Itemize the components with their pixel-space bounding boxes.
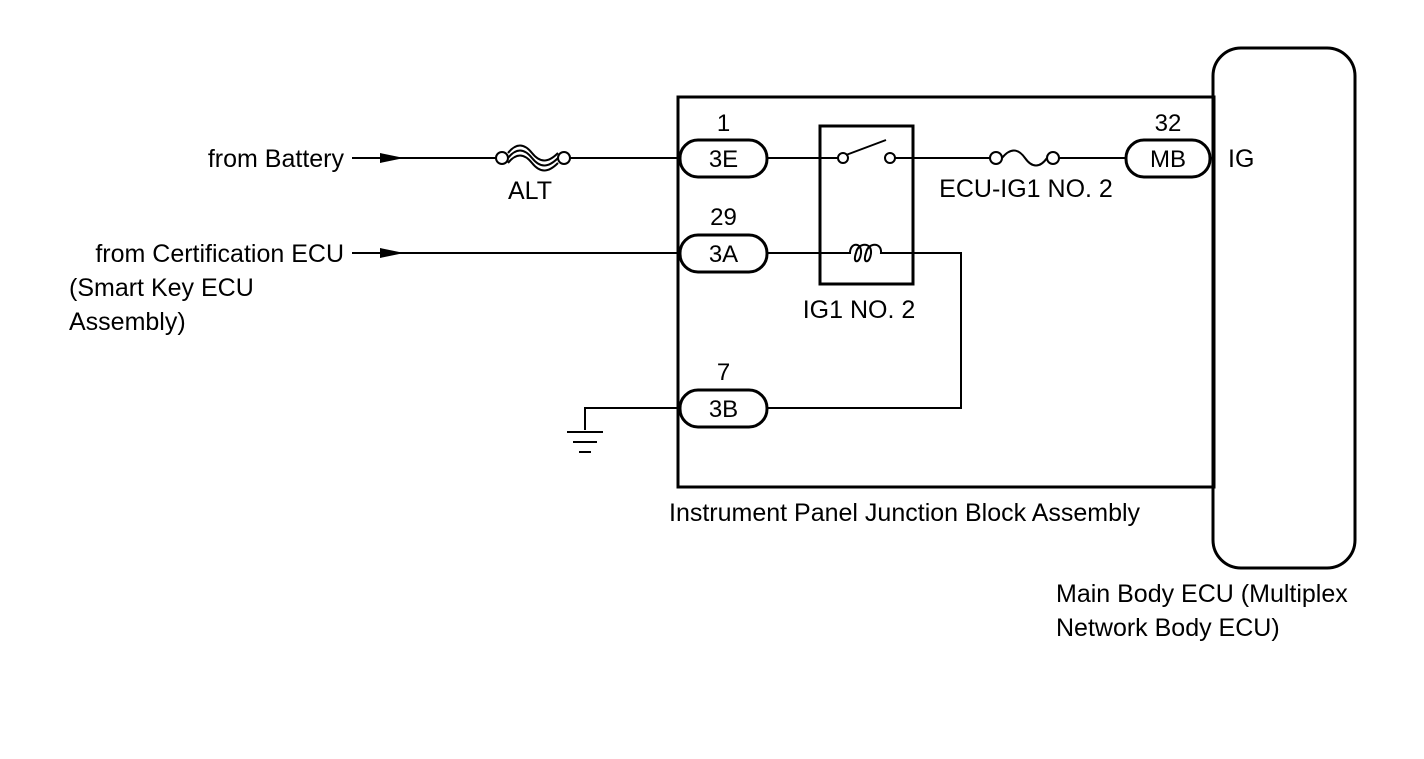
connector-3B: 3B 7 xyxy=(678,359,769,429)
fuse-icon xyxy=(989,149,1060,167)
svg-text:3B: 3B xyxy=(709,396,738,423)
ecu-ig1-fuse-label: ECU-IG1 NO. 2 xyxy=(939,175,1113,203)
main-body-ecu-outline xyxy=(1211,46,1357,570)
svg-text:MB: MB xyxy=(1150,146,1186,173)
svg-text:32: 32 xyxy=(1155,110,1182,137)
connector-3E: 3E 1 xyxy=(678,110,769,179)
cert-ecu-label-line3: Assembly) xyxy=(69,308,186,336)
main-body-ecu-label-line2: Network Body ECU) xyxy=(1056,614,1280,642)
relay-coil-icon xyxy=(845,243,886,263)
svg-text:29: 29 xyxy=(710,204,737,231)
arrow-icon xyxy=(380,153,404,163)
main-body-ecu-label-line1: Main Body ECU (Multiplex xyxy=(1056,580,1348,608)
cert-ecu-label-line1: from Certification ECU xyxy=(95,240,344,268)
connector-3A: 3A 29 xyxy=(678,204,769,274)
fuse-icon xyxy=(495,144,571,172)
ground-icon xyxy=(567,431,603,453)
relay-switch-icon xyxy=(837,139,896,164)
ig-terminal-label: IG xyxy=(1228,145,1254,173)
svg-text:3A: 3A xyxy=(709,241,738,268)
arrow-icon xyxy=(380,248,404,258)
cert-ecu-label-line2: (Smart Key ECU xyxy=(69,274,254,302)
relay-box xyxy=(818,124,915,286)
junction-block-label: Instrument Panel Junction Block Assembly xyxy=(669,499,1141,527)
relay-label: IG1 NO. 2 xyxy=(803,296,916,324)
battery-source-label: from Battery xyxy=(208,145,345,173)
svg-text:1: 1 xyxy=(717,110,730,137)
connector-MB: MB 32 xyxy=(1124,110,1212,179)
alt-fuse-label: ALT xyxy=(508,177,552,205)
wires xyxy=(352,157,1213,430)
svg-text:3E: 3E xyxy=(709,146,738,173)
svg-text:7: 7 xyxy=(717,359,730,386)
